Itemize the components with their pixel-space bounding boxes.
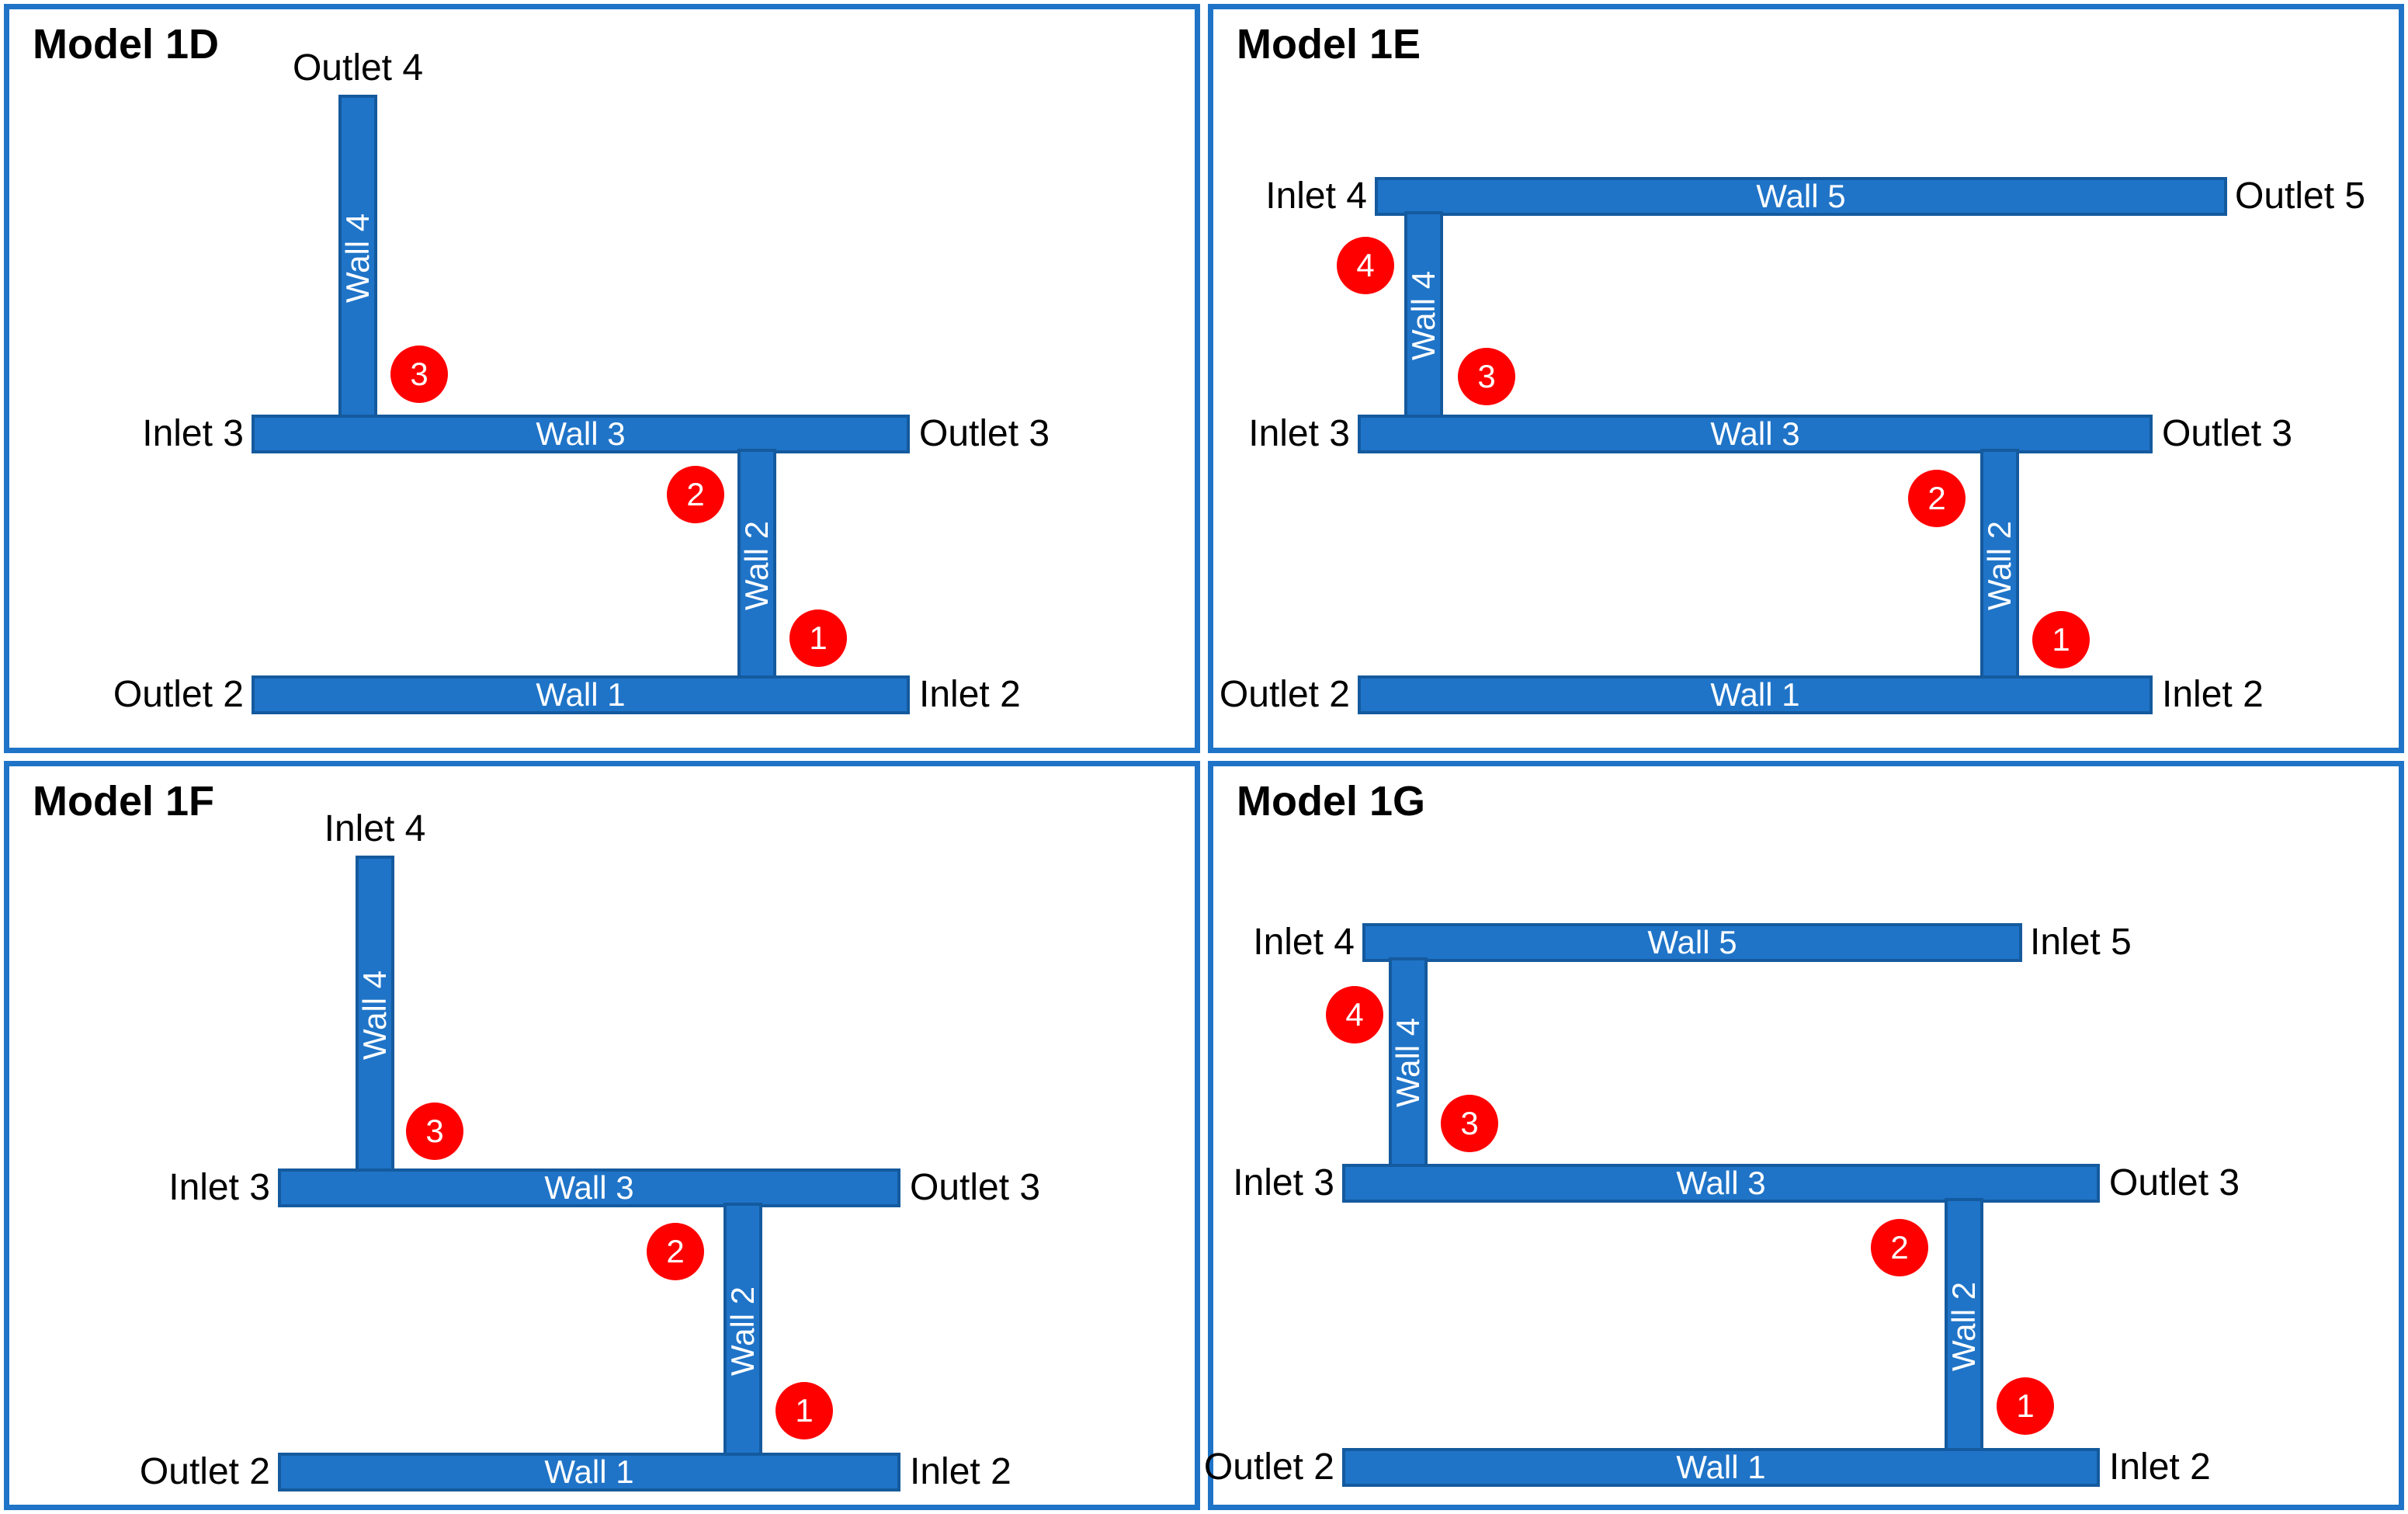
marker-1-badge: 1	[789, 609, 847, 667]
marker-2-badge: 2	[1871, 1219, 1928, 1276]
marker-4-badge: 4	[1337, 237, 1394, 294]
port-inlet-2: Inlet 2	[2109, 1446, 2211, 1488]
port-inlet-5: Inlet 5	[2030, 922, 2132, 963]
wall-4-label: Wall 4	[339, 213, 376, 303]
port-outlet-2: Outlet 2	[139, 1451, 270, 1492]
port-inlet-4: Inlet 4	[1265, 175, 1367, 217]
port-inlet-2: Inlet 2	[2162, 674, 2264, 715]
wall-4-shape: Wall 4	[1389, 957, 1428, 1167]
wall-3-shape: Wall 3	[1358, 415, 2153, 453]
wall-1-label: Wall 1	[536, 676, 626, 713]
wall-3-shape: Wall 3	[1342, 1164, 2100, 1203]
marker-3-badge: 3	[1458, 348, 1515, 405]
marker-1-badge: 1	[775, 1382, 833, 1439]
panel-model-1e: Model 1E Wall 5 Wall 4 Wall 3 Wall 2 Wal…	[1208, 4, 2404, 753]
wall-4-shape: Wall 4	[338, 95, 377, 421]
wall-5-label: Wall 5	[1647, 924, 1737, 960]
marker-1-badge: 1	[1997, 1377, 2054, 1435]
panel-model-1g: Model 1G Wall 5 Wall 4 Wall 3 Wall 2 Wal…	[1204, 761, 2404, 1510]
panel-title-1g: Model 1G	[1237, 778, 1426, 825]
wall-5-shape: Wall 5	[1362, 923, 2022, 962]
wall-5-shape: Wall 5	[1375, 177, 2227, 216]
wall-2-label: Wall 2	[724, 1286, 761, 1376]
port-inlet-4: Inlet 4	[324, 808, 426, 849]
panel-title-1e: Model 1E	[1237, 21, 1421, 68]
port-inlet-2: Inlet 2	[910, 1451, 1011, 1492]
wall-1-label: Wall 1	[544, 1453, 634, 1490]
port-inlet-3: Inlet 3	[142, 413, 244, 454]
port-outlet-2: Outlet 2	[113, 674, 244, 715]
wall-2-label: Wall 2	[1981, 520, 2018, 610]
wall-3-label: Wall 3	[536, 415, 626, 452]
port-inlet-4: Inlet 4	[1253, 922, 1355, 963]
port-outlet-3: Outlet 3	[910, 1167, 1041, 1208]
diagram-1d: Wall 4 Wall 3 Wall 2 Wall 1 Outlet 4 Inl…	[9, 9, 1195, 748]
wall-1-shape: Wall 1	[1342, 1448, 2100, 1487]
wall-1-shape: Wall 1	[278, 1453, 900, 1491]
wall-4-label: Wall 4	[1390, 1017, 1426, 1107]
wall-2-shape: Wall 2	[1980, 449, 2019, 682]
port-inlet-3: Inlet 3	[1248, 413, 1350, 454]
wall-5-label: Wall 5	[1756, 178, 1846, 214]
diagram-1f: Wall 4 Wall 3 Wall 2 Wall 1 Inlet 4 Inle…	[9, 766, 1195, 1505]
wall-2-shape: Wall 2	[1945, 1198, 1983, 1454]
wall-1-shape: Wall 1	[252, 675, 910, 714]
port-inlet-3: Inlet 3	[168, 1167, 270, 1208]
port-outlet-3: Outlet 3	[919, 413, 1050, 454]
wall-2-label: Wall 2	[1945, 1281, 1982, 1371]
wall-4-label: Wall 4	[356, 970, 393, 1060]
wall-1-shape: Wall 1	[1358, 675, 2153, 714]
marker-1-badge: 1	[2032, 611, 2090, 668]
wall-2-shape: Wall 2	[723, 1203, 762, 1459]
marker-3-badge: 3	[406, 1103, 463, 1160]
port-outlet-4: Outlet 4	[292, 47, 424, 89]
port-outlet-3: Outlet 3	[2162, 413, 2293, 454]
marker-2-badge: 2	[667, 466, 724, 523]
panel-title-1f: Model 1F	[33, 778, 215, 825]
port-inlet-3: Inlet 3	[1233, 1162, 1334, 1203]
marker-3-badge: 3	[1441, 1095, 1498, 1152]
marker-3-badge: 3	[390, 346, 448, 403]
wall-3-label: Wall 3	[1676, 1165, 1766, 1201]
wall-4-shape: Wall 4	[356, 856, 394, 1174]
marker-4-badge: 4	[1326, 986, 1383, 1043]
port-inlet-2: Inlet 2	[919, 674, 1021, 715]
panel-model-1f: Model 1F Wall 4 Wall 3 Wall 2 Wall 1 Inl…	[4, 761, 1200, 1510]
wall-3-label: Wall 3	[1710, 415, 1800, 452]
wall-1-label: Wall 1	[1676, 1449, 1766, 1485]
diagram-1g: Wall 5 Wall 4 Wall 3 Wall 2 Wall 1 Inlet…	[1204, 766, 2399, 1505]
wall-3-shape: Wall 3	[278, 1168, 900, 1207]
marker-2-badge: 2	[1908, 470, 1966, 527]
port-outlet-5: Outlet 5	[2235, 175, 2366, 217]
wall-1-label: Wall 1	[1710, 676, 1800, 713]
wall-4-shape: Wall 4	[1404, 211, 1443, 419]
wall-3-shape: Wall 3	[252, 415, 910, 453]
port-outlet-2: Outlet 2	[1203, 1446, 1334, 1488]
marker-2-badge: 2	[647, 1223, 704, 1280]
diagram-1e: Wall 5 Wall 4 Wall 3 Wall 2 Wall 1 Inlet…	[1213, 9, 2399, 748]
wall-2-label: Wall 2	[738, 520, 775, 610]
wall-2-shape: Wall 2	[737, 449, 776, 682]
wall-4-label: Wall 4	[1405, 270, 1442, 360]
panel-title-1d: Model 1D	[33, 21, 220, 68]
port-outlet-2: Outlet 2	[1219, 674, 1350, 715]
wall-3-label: Wall 3	[544, 1169, 634, 1206]
panel-model-1d: Model 1D Wall 4 Wall 3 Wall 2 Wall 1 Out…	[4, 4, 1200, 753]
port-outlet-3: Outlet 3	[2109, 1162, 2240, 1203]
